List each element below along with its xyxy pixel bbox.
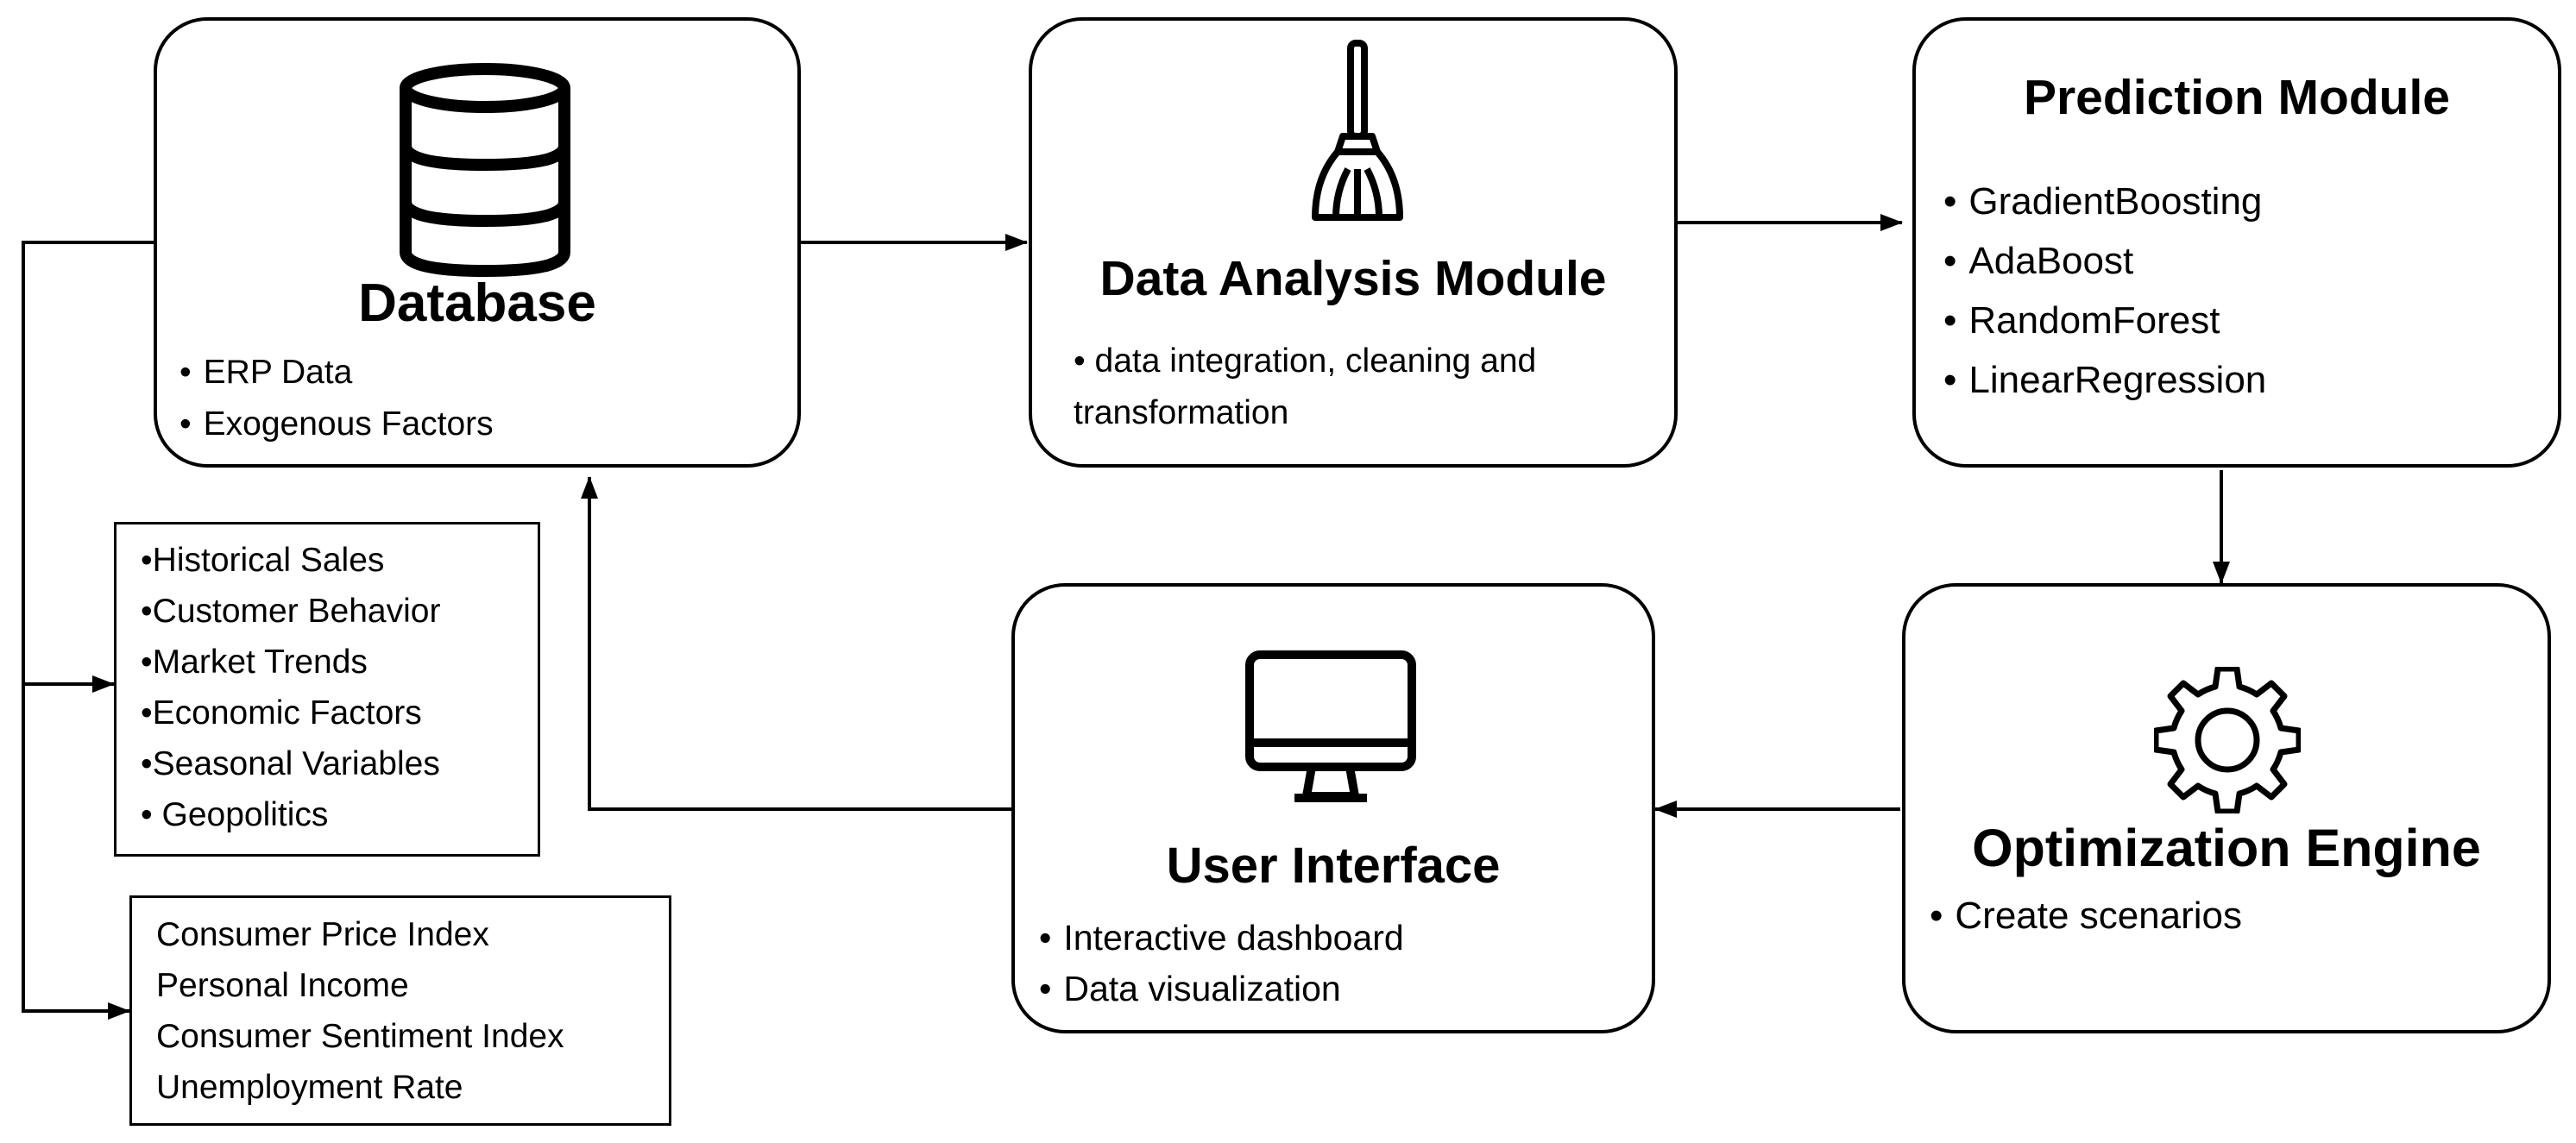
database-box: Database ERP Data Exogenous Factors xyxy=(154,17,801,468)
monitor-icon xyxy=(1245,650,1416,802)
exogenous-factors-box: Consumer Price Index Personal Income Con… xyxy=(129,895,671,1126)
list-item: Customer Behavior xyxy=(141,586,441,637)
list-item: Consumer Price Index xyxy=(156,916,489,953)
list-item: Seasonal Variables xyxy=(141,738,440,789)
list-item: LinearRegression xyxy=(1943,350,2266,410)
list-item: Personal Income xyxy=(156,967,409,1004)
list-item: RandomForest xyxy=(1943,291,2266,350)
prediction-box: Prediction Module GradientBoosting AdaBo… xyxy=(1912,17,2561,468)
optimization-box: Optimization Engine Create scenarios xyxy=(1902,583,2551,1033)
line-database-bus xyxy=(22,241,154,1020)
gear-icon xyxy=(2154,667,2301,813)
database-title: Database xyxy=(358,273,596,333)
data-analysis-box: Data Analysis Module • data integration,… xyxy=(1029,17,1678,468)
data-analysis-title: Data Analysis Module xyxy=(1099,251,1607,306)
user-interface-box: User Interface Interactive dashboard Dat… xyxy=(1011,583,1655,1033)
list-item: transformation xyxy=(1074,394,1289,431)
list-item: Data visualization xyxy=(1039,964,1404,1014)
list-item: Historical Sales xyxy=(141,535,440,586)
broom-icon xyxy=(1312,40,1403,221)
data-analysis-list: • data integration, cleaning and transfo… xyxy=(1074,336,1536,439)
bullet: • xyxy=(1074,342,1095,380)
list-item: Exogenous Factors xyxy=(180,399,494,450)
arrow-ui-to-database xyxy=(581,476,1011,811)
list-item: Economic Factors xyxy=(141,688,440,738)
optimization-list: Create scenarios xyxy=(1930,890,2242,942)
list-item: Unemployment Rate xyxy=(156,1069,463,1106)
optimization-title: Optimization Engine xyxy=(1972,819,2481,877)
list-item: ERP Data xyxy=(180,347,494,399)
list-item: Market Trends xyxy=(141,637,440,688)
list-item: GradientBoosting xyxy=(1943,172,2266,231)
prediction-list: GradientBoosting AdaBoost RandomForest L… xyxy=(1943,172,2266,410)
list-item: AdaBoost xyxy=(1943,231,2266,291)
list-item: Create scenarios xyxy=(1930,890,2242,942)
erp-factors-list: Historical Sales Customer Behavior Marke… xyxy=(141,535,441,840)
exogenous-factors-list: Consumer Price Index Personal Income Con… xyxy=(156,909,564,1113)
prediction-title: Prediction Module xyxy=(2023,70,2451,125)
list-item: Geopolitics xyxy=(141,789,440,840)
erp-factors-box: Historical Sales Customer Behavior Marke… xyxy=(114,522,540,857)
database-list: ERP Data Exogenous Factors xyxy=(180,347,494,450)
list-item: Interactive dashboard xyxy=(1039,913,1403,964)
list-item: • data integration, cleaning and xyxy=(1074,342,1537,380)
database-icon xyxy=(400,63,570,278)
list-item: Consumer Sentiment Index xyxy=(156,1018,564,1055)
user-interface-list: Interactive dashboard Data visualization xyxy=(1039,913,1404,1014)
user-interface-title: User Interface xyxy=(1166,838,1501,894)
